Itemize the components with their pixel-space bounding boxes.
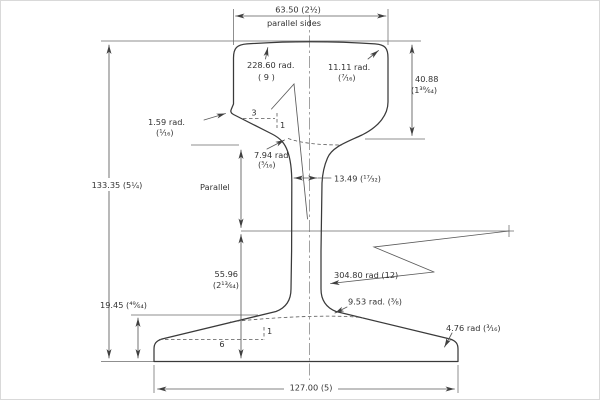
overall-height-label-pad: [89, 178, 146, 191]
leader-web-radius-zigzag: [372, 230, 510, 273]
foot-tip-radius-label: 4.76 rad (³⁄₁₆): [446, 323, 501, 333]
leader-crown-radius: [263, 47, 269, 60]
construction-lines: [101, 9, 514, 393]
web-fillet-radius-in-label: (⁵⁄₁₆): [258, 160, 276, 170]
head-edge-radius-in-label: (¹⁄₁₆): [156, 128, 174, 138]
head-depth-in-label: (1³⁹⁄₆₄): [411, 85, 437, 95]
leader-web-radius-arrow: [330, 271, 435, 285]
crown-radius-in-label: ( 9 ): [258, 72, 275, 82]
leader-foot-fillet-radius: [334, 306, 348, 314]
web-side-radius-label: 304.80 rad (12): [334, 270, 398, 280]
head-corner-radius-label: 11.11 rad.: [328, 62, 370, 72]
head-underside-hidden-line: [287, 138, 343, 146]
rail-outline: [153, 41, 459, 363]
foot-slope-run-label: 6: [219, 339, 224, 349]
foot-width-label-pad: [284, 380, 338, 393]
leader-head-edge-radius: [203, 113, 226, 121]
leader-lines: [203, 47, 510, 348]
leader-crown-radius-zigzag: [271, 83, 308, 220]
dimension-labels: 63.50 (2½) parallel sides 228.60 rad. ( …: [92, 5, 501, 393]
slope-indicators: [159, 113, 278, 340]
head-width-label: 63.50 (2½): [275, 5, 321, 15]
crown-radius-label: 228.60 rad.: [247, 60, 294, 70]
foot-slope-rise-label: 1: [267, 326, 272, 336]
leader-foot-tip-radius: [444, 332, 453, 348]
foot-edge-thickness-label: 19.45 (⁴⁹⁄₆₄): [100, 300, 147, 310]
head-edge-radius-label: 1.59 rad.: [148, 117, 185, 127]
web-fillet-radius-label: 7.94 rad: [254, 150, 288, 160]
leader-web-fillet-radius: [266, 139, 285, 150]
web-parallel-label: Parallel: [200, 182, 230, 192]
base-to-ref-label: 55.96: [215, 269, 238, 279]
web-thickness-label: 13.49 (¹⁷⁄₃₂): [334, 174, 381, 184]
head-corner-radius-in-label: (⁷⁄₁₆): [338, 73, 356, 83]
head-width-note-label: parallel sides: [267, 18, 321, 28]
overall-height-label: 133.35 (5¼): [92, 180, 143, 190]
foot-top-hidden-line: [229, 315, 364, 323]
head-depth-label: 40.88: [415, 74, 438, 84]
dimension-lines: [106, 13, 455, 392]
head-slope-run-label: 3: [251, 108, 256, 118]
leader-head-corner-radius: [367, 50, 379, 60]
foot-fillet-radius-label: 9.53 rad. (³⁄₈): [348, 297, 402, 307]
foot-width-label: 127.00 (5): [290, 383, 333, 393]
rail-profile: [153, 41, 459, 363]
base-to-ref-in-label: (2¹³⁄₆₄): [213, 280, 239, 290]
head-slope-rise-label: 1: [280, 120, 285, 130]
